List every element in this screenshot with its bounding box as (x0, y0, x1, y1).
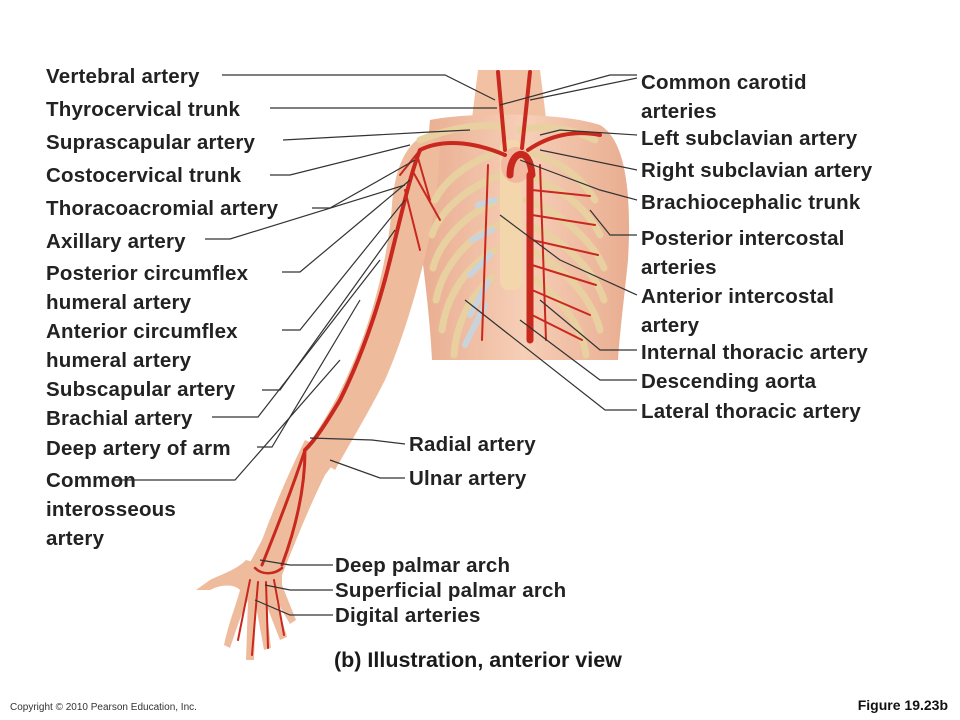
label-lateral-thoracic-artery: Lateral thoracic artery (641, 400, 861, 423)
intercostal-left (531, 189, 599, 341)
common-carotid-left (520, 70, 532, 150)
label-common-interosseous-line1: Common (46, 469, 137, 492)
digital-vessels (237, 579, 285, 656)
label-costocervical-trunk: Costocervical trunk (46, 164, 242, 187)
leader-lines (112, 74, 638, 616)
aortic-arch-vessel (506, 150, 536, 179)
label-common-carotid-line1: Common carotid (641, 71, 807, 94)
label-digital-arteries: Digital arteries (335, 604, 481, 627)
label-anterior-intercostal-line1: Anterior intercostal (641, 285, 835, 308)
axillary-brachial (303, 148, 422, 452)
subclavian-left (526, 131, 602, 152)
label-posterior-circumflex-line1: Posterior circumflex (46, 262, 249, 285)
label-anterior-circumflex-line1: Anterior circumflex (46, 320, 238, 343)
label-superficial-palmar-arch: Superficial palmar arch (335, 579, 567, 602)
label-vertebral-artery: Vertebral artery (46, 65, 200, 88)
arteries (237, 70, 602, 656)
label-common-interosseous-line3: artery (46, 527, 105, 550)
copyright-notice: Copyright © 2010 Pearson Education, Inc. (10, 702, 197, 713)
label-deep-palmar-arch: Deep palmar arch (335, 554, 511, 577)
label-deep-artery-of-arm: Deep artery of arm (46, 437, 231, 460)
ulnar-vessel (280, 448, 307, 567)
figure-number: Figure 19.23b (857, 697, 948, 713)
label-posterior-circumflex-line2: humeral artery (46, 291, 192, 314)
label-common-interosseous-line2: interosseous (46, 498, 176, 521)
label-right-subclavian-artery: Right subclavian artery (641, 159, 873, 182)
label-posterior-intercostal-line2: arteries (641, 256, 717, 279)
label-left-subclavian-artery: Left subclavian artery (641, 127, 858, 150)
label-anterior-circumflex-line2: humeral artery (46, 349, 192, 372)
label-radial-artery: Radial artery (409, 433, 536, 456)
figure-caption: (b) Illustration, anterior view (334, 648, 622, 672)
internal-thoracic (481, 164, 547, 341)
label-descending-aorta: Descending aorta (641, 370, 817, 393)
label-brachial-artery: Brachial artery (46, 407, 193, 430)
hand (196, 560, 296, 660)
label-suprascapular-artery: Suprascapular artery (46, 131, 256, 154)
label-ulnar-artery: Ulnar artery (409, 467, 527, 490)
label-anterior-intercostal-line2: artery (641, 314, 700, 337)
subclavian-right (418, 141, 507, 157)
label-axillary-artery: Axillary artery (46, 230, 186, 253)
label-internal-thoracic-artery: Internal thoracic artery (641, 341, 868, 364)
upper-arm (305, 130, 440, 470)
label-thoracoacromial-artery: Thoracoacromial artery (46, 197, 279, 220)
forearm (246, 440, 340, 575)
costal-cartilage (462, 197, 498, 348)
common-carotid-right (496, 70, 507, 152)
radial-vessel (260, 448, 307, 567)
label-brachiocephalic-trunk: Brachiocephalic trunk (641, 191, 861, 214)
label-thyrocervical-trunk: Thyrocervical trunk (46, 98, 241, 121)
label-posterior-intercostal-line1: Posterior intercostal (641, 227, 845, 250)
label-common-carotid-line2: arteries (641, 100, 717, 123)
label-subscapular-artery: Subscapular artery (46, 378, 236, 401)
palmar-arch (253, 566, 284, 575)
